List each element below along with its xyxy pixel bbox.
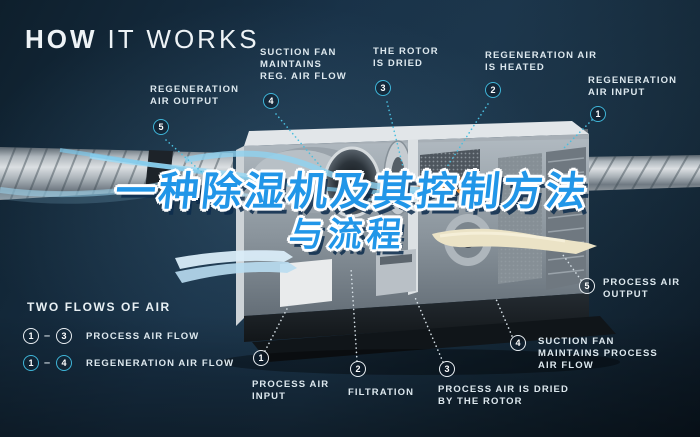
callout-circle-suction-fan-process: 4: [510, 335, 526, 351]
callout-circle-regeneration-air-heated: 2: [485, 82, 501, 98]
legend-title: TWO FLOWS OF AIR: [27, 300, 171, 314]
callout-label-process-air-output: PROCESS AIR OUTPUT: [603, 277, 681, 301]
page-title-bold: HOW: [25, 24, 98, 54]
callout-circle-rotor-dried: 3: [375, 80, 391, 96]
callout-circle-suction-fan-reg: 4: [263, 93, 279, 109]
machine-body: [220, 121, 620, 375]
air-flow-arrows: [0, 148, 431, 283]
callout-circle-process-air-output: 5: [579, 278, 595, 294]
callout-label-rotor-dried: THE ROTOR IS DRIED: [373, 46, 439, 70]
legend-dash-regeneration: –: [44, 357, 51, 369]
legend-label-process-air-flow: PROCESS AIR FLOW: [86, 331, 200, 342]
callout-circle-process-air-dried: 3: [439, 361, 455, 377]
callout-label-process-air-dried: PROCESS AIR IS DRIED BY THE ROTOR: [438, 384, 569, 408]
callout-label-suction-fan-process: SUCTION FAN MAINTAINS PROCESS AIR FLOW: [538, 336, 658, 372]
legend-circle-regeneration-end: 4: [56, 355, 72, 371]
callout-circle-regeneration-air-input: 1: [590, 106, 606, 122]
callout-circle-regeneration-air-output: 5: [153, 119, 169, 135]
callout-label-regeneration-air-heated: REGENERATION AIR IS HEATED: [485, 50, 598, 74]
callout-circle-process-air-input: 1: [253, 350, 269, 366]
page-title-light: IT WORKS: [107, 24, 260, 54]
legend-circle-process-start: 1: [23, 328, 39, 344]
page-title: HOW IT WORKS: [25, 24, 260, 55]
legend-circle-process-end: 3: [56, 328, 72, 344]
legend-label-regeneration-air-flow: REGENERATION AIR FLOW: [86, 358, 235, 369]
callout-label-filtration: FILTRATION: [348, 387, 415, 398]
legend-circle-regeneration-start: 1: [23, 355, 39, 371]
leader-lines: [165, 101, 593, 363]
callout-label-regeneration-air-input: REGENERATION AIR INPUT: [588, 75, 678, 99]
callout-circle-filtration: 2: [350, 361, 366, 377]
process-air-output-arrow: [432, 228, 597, 254]
legend-dash-process: –: [44, 330, 51, 342]
callout-label-suction-fan-reg: SUCTION FAN MAINTAINS REG. AIR FLOW: [260, 47, 347, 83]
callout-label-process-air-input: PROCESS AIR INPUT: [252, 379, 330, 403]
callout-label-regeneration-air-output: REGENERATION AIR OUTPUT: [150, 84, 240, 108]
